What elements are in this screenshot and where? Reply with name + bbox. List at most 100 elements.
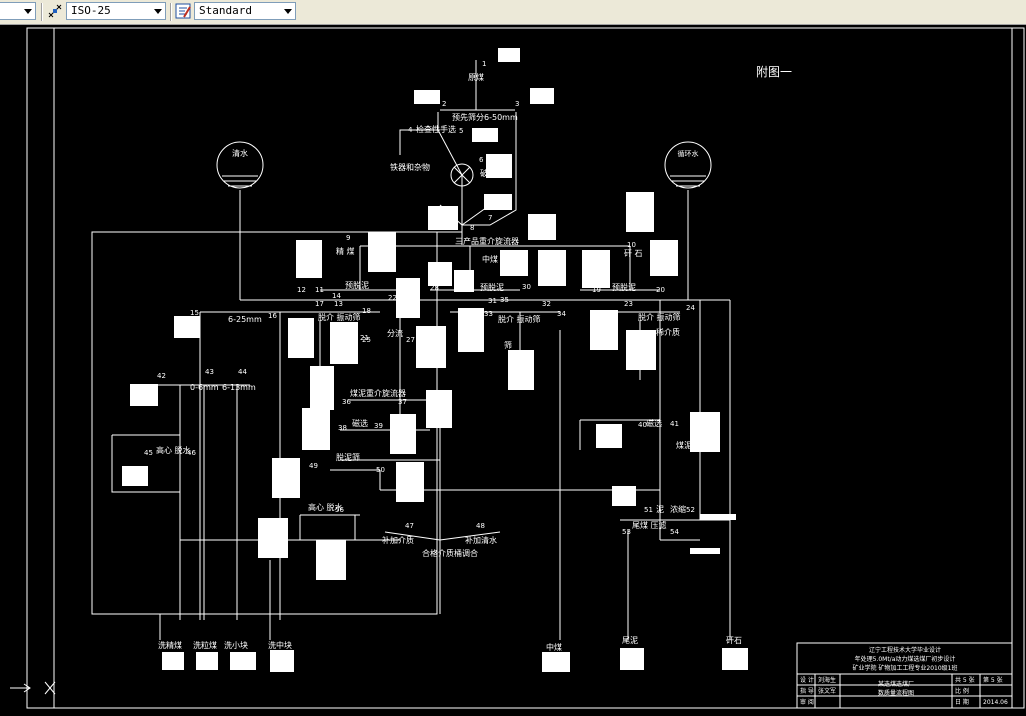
waste-debris-label: 铁器和杂物 [390,162,430,172]
node-number: 45 [144,449,153,457]
chevron-down-icon[interactable] [284,9,292,14]
data-table-block [498,48,520,62]
add-water-label: 补加清水 [465,535,497,545]
node-number: 2 [442,100,446,108]
toolbar-separator [170,3,172,21]
size-6-13-label: 6-13mm [222,383,256,392]
data-table-block [296,240,322,278]
product-label: 洗中块 [268,640,292,650]
node-number: 5 [459,127,463,135]
flow-lines [91,60,731,640]
node-number: 22 [388,294,397,302]
bottom-products: 洗精煤 洗粒煤 洗小块 洗中块 中煤 尾泥 矸石 [158,636,742,652]
project-line-2: 矿业学院 矿物加工工程专业2010级1班 [853,664,958,672]
node-number: 44 [238,368,247,376]
title-row-name: 刘海生 [818,676,836,684]
demedium-screen-mid-label: 脱介 振动筛 [498,314,541,324]
node-number: 51 [644,506,653,514]
node-number: 9 [346,234,350,242]
data-table-block [596,424,622,448]
scale-label: 比 例 [955,687,969,695]
node-number: 8 [470,224,474,232]
title-block: 辽宁工程技术大学毕业设计 年处理5.0Mt/a动力煤选煤厂初步设计 矿业学院 矿… [796,642,1013,709]
sheet-number: 第 5 张 [983,676,1003,684]
data-table-block [508,350,534,390]
node-number: 35 [500,296,509,304]
node-number: 50 [376,466,385,474]
data-table-block [330,322,358,364]
data-table-block [486,154,512,178]
node-number: 36 [342,398,351,406]
middling-label: 中煤 [482,254,498,264]
slime-water-label: 煤泥水 [676,440,700,450]
data-table-block [316,540,346,580]
node-number: 20 [656,286,665,294]
drawing-frame [26,27,1025,709]
chevron-down-icon[interactable] [154,9,162,14]
node-number: 13 [334,300,343,308]
data-table-block [196,652,218,670]
node-number: 41 [670,420,679,428]
gangue-label: 矸 石 [624,249,643,258]
magnetic-label: 磁选 [352,418,368,428]
node-number: 52 [686,506,695,514]
data-table-block [690,548,720,554]
data-table-block [130,384,158,406]
layer-combo[interactable] [0,2,36,20]
data-table-block [426,390,452,428]
dimension-style-icon[interactable] [47,3,63,19]
data-table-block [650,240,678,276]
node-number: 46 [187,449,196,457]
demedium-screen-right-label: 脱介 振动筛 [638,312,681,322]
qualified-medium-label: 合格介质桶调合 [422,548,478,558]
data-table-block [528,214,556,240]
data-table-block [414,90,440,104]
data-table-block [700,514,736,520]
add-medium-label: 补加介质 [382,535,414,545]
data-table-block [390,414,416,454]
circulating-water-tank: 循环水 [664,141,712,189]
data-table-block [500,250,528,276]
data-table-block [122,466,148,486]
product-label: 洗精煤 [158,640,182,650]
flowsheet-drawing: 清水 循环水 附图一 原煤 预先筛分6-50mm 检查性手选 铁器和杂物 破碎 … [10,27,1025,709]
text-style-select[interactable]: Standard [194,2,296,20]
data-table-block [428,262,452,286]
centrifuge-1-label: 高心 脱水 [156,445,191,455]
node-number: 49 [309,462,318,470]
text-style-icon[interactable] [175,3,191,19]
data-table-block [626,192,654,232]
node-number: 53 [622,528,631,536]
data-table-block [472,128,498,142]
product-label: 矸石 [726,636,742,645]
data-table-block [620,648,644,670]
product-label: 尾泥 [622,636,638,645]
data-table-block [530,88,554,104]
node-number: 24 [686,304,695,312]
thickener-label: 浓缩 [670,504,686,514]
data-table-block [590,310,618,350]
sheet-total: 共 5 张 [955,676,975,684]
node-number: 40 [638,421,647,429]
split-label: 分流 [387,328,403,338]
drawing-canvas[interactable]: 清水 循环水 附图一 原煤 预先筛分6-50mm 检查性手选 铁器和杂物 破碎 … [0,25,1026,712]
chevron-down-icon[interactable] [24,9,32,14]
size-6-25-label: 6-25mm [228,315,262,324]
school-name: 辽宁工程技术大学毕业设计 [869,646,941,654]
node-number: 37 [398,398,407,406]
node-number: 28 [430,284,439,292]
title-row-label: 设 计 [800,676,814,684]
project-line-1: 年处理5.0Mt/a动力煤选煤厂初步设计 [855,655,956,663]
node-number: 12 [297,286,306,294]
title-row-name: 张文军 [818,687,836,695]
data-table-block [690,412,720,452]
data-table-block [484,194,512,210]
date-label: 日 期 [955,698,969,706]
slime-cyclone-label: 煤泥重介旋流器 [350,388,406,398]
dimension-style-select[interactable]: ISO-25 [66,2,166,20]
slime-52-label: 泥 [656,505,664,514]
cyclone-label: 三产品重介旋流器 [455,236,519,246]
clean-water-label: 清水 [232,148,248,158]
text-style-value: Standard [199,4,252,17]
